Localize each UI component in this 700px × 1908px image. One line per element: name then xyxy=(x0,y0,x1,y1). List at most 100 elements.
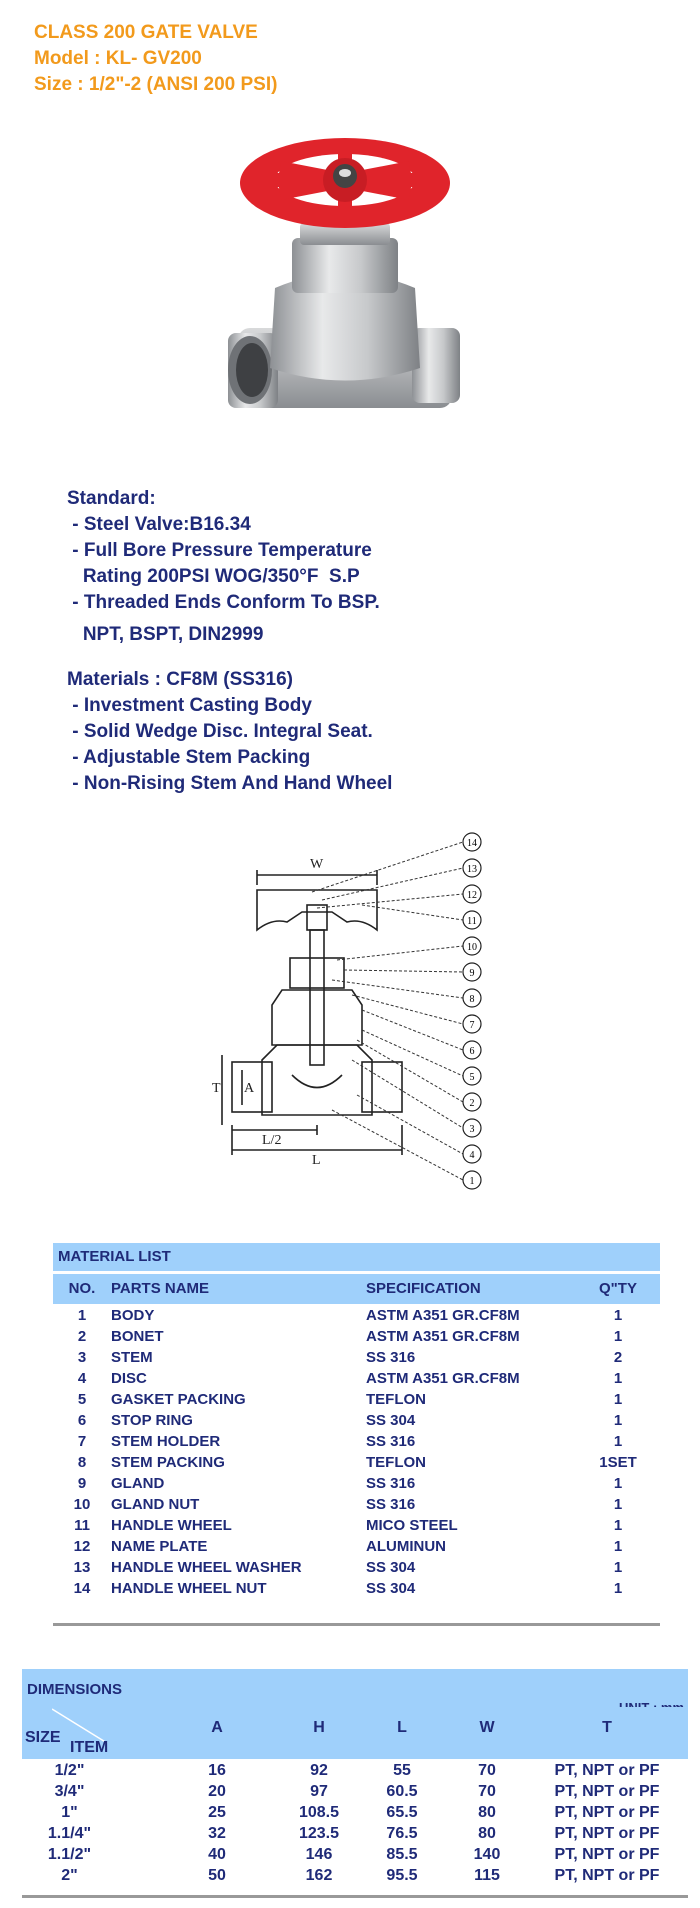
cell-t: PT, NPT or PF xyxy=(554,1825,660,1842)
callout-leader xyxy=(361,1009,464,1051)
callout-circle xyxy=(462,1040,482,1060)
materials-line: - Solid Wedge Disc. Integral Seat. xyxy=(67,721,373,742)
standard-line: - Threaded Ends Conform To BSP. xyxy=(67,592,380,613)
cell-qty: 1SET xyxy=(599,1454,637,1471)
cell-l: 65.5 xyxy=(386,1804,418,1821)
cell-qty: 1 xyxy=(613,1517,623,1534)
diagram-label-l2: L/2 xyxy=(262,1133,281,1148)
cell-qty: 1 xyxy=(613,1328,623,1345)
cell-h: 123.5 xyxy=(298,1825,340,1842)
cell-l: 60.5 xyxy=(386,1783,418,1800)
callout-circle xyxy=(462,1144,482,1164)
product-header: CLASS 200 GATE VALVE Model : KL- GV200 S… xyxy=(34,20,277,98)
callout-number: 3 xyxy=(470,1124,475,1135)
cell-spec: ASTM A351 GR.CF8M xyxy=(366,1328,520,1345)
callout-leader xyxy=(351,1059,464,1129)
cell-qty: 1 xyxy=(613,1496,623,1513)
cell-w: 80 xyxy=(478,1804,496,1821)
cell-spec: ALUMINUN xyxy=(366,1538,446,1555)
cell-size: 2" xyxy=(61,1867,78,1884)
callout-circle xyxy=(462,884,482,904)
callout-circle xyxy=(462,936,482,956)
callout-circle xyxy=(462,1118,482,1138)
diagonal-divider xyxy=(52,1708,108,1744)
callout-number: 8 xyxy=(470,994,475,1005)
header-qty: Q"TY xyxy=(599,1280,637,1297)
callout-number: 4 xyxy=(470,1150,475,1161)
cell-w: 115 xyxy=(474,1867,500,1884)
cell-spec: SS 316 xyxy=(366,1433,416,1450)
cell-part: DISC xyxy=(111,1370,147,1387)
cell-qty: 1 xyxy=(613,1538,623,1555)
cell-part: GASKET PACKING xyxy=(111,1391,246,1408)
cell-spec: ASTM A351 GR.CF8M xyxy=(366,1307,520,1324)
cell-l: 95.5 xyxy=(386,1867,418,1884)
cell-no: 11 xyxy=(74,1517,90,1534)
cell-size: 1" xyxy=(61,1804,78,1821)
cell-qty: 1 xyxy=(613,1475,623,1492)
standard-line: - Steel Valve:B16.34 xyxy=(67,514,251,535)
callout-leader xyxy=(321,867,464,901)
divider xyxy=(22,1895,688,1898)
callout-circle xyxy=(462,962,482,982)
callout-circle xyxy=(462,1092,482,1112)
cell-no: 9 xyxy=(77,1475,87,1492)
diagram-label-t: T xyxy=(212,1081,221,1096)
cell-part: HANDLE WHEEL WASHER xyxy=(111,1559,302,1576)
cell-no: 8 xyxy=(77,1454,87,1471)
cell-a: 16 xyxy=(208,1762,226,1779)
cell-no: 6 xyxy=(77,1412,87,1429)
cell-no: 7 xyxy=(77,1433,87,1450)
product-size: Size : 1/2"-2 (ANSI 200 PSI) xyxy=(34,74,278,95)
cell-spec: SS 304 xyxy=(366,1580,416,1597)
cell-t: PT, NPT or PF xyxy=(554,1804,660,1821)
material-list-title: MATERIAL LIST xyxy=(53,1243,660,1271)
cell-a: 32 xyxy=(208,1825,226,1842)
materials-line: Materials : CF8M (SS316) xyxy=(67,669,293,690)
product-title: CLASS 200 GATE VALVE xyxy=(34,22,258,43)
cell-t: PT, NPT or PF xyxy=(554,1783,660,1800)
materials-section: Materials : CF8M (SS316) - Investment Ca… xyxy=(67,667,392,797)
cell-w: 70 xyxy=(478,1783,496,1800)
cell-size: 1.1/2" xyxy=(47,1846,92,1863)
cell-l: 55 xyxy=(393,1762,411,1779)
cell-no: 13 xyxy=(73,1559,91,1576)
cell-spec: MICO STEEL xyxy=(366,1517,458,1534)
dimensions-header: SIZE ITEM A H L W T xyxy=(22,1707,688,1759)
diagram-label-l: L xyxy=(312,1153,321,1168)
callout-leader xyxy=(356,1039,464,1103)
cell-part: BODY xyxy=(111,1307,155,1324)
cell-w: 70 xyxy=(478,1762,496,1779)
header-size: SIZE xyxy=(25,1729,61,1746)
materials-line: - Non-Rising Stem And Hand Wheel xyxy=(67,773,393,794)
cell-size: 1/2" xyxy=(54,1762,85,1779)
header-h: H xyxy=(313,1719,325,1736)
header-specification: SPECIFICATION xyxy=(366,1280,481,1297)
standard-section: Standard: - Steel Valve:B16.34 - Full Bo… xyxy=(67,486,380,648)
callout-number: 14 xyxy=(467,838,477,849)
cell-no: 1 xyxy=(77,1307,87,1324)
cell-spec: SS 304 xyxy=(366,1412,416,1429)
cell-a: 40 xyxy=(208,1846,226,1863)
materials-line: - Adjustable Stem Packing xyxy=(67,747,311,768)
cell-w: 140 xyxy=(473,1846,501,1863)
callout-leader xyxy=(343,969,464,973)
cell-spec: SS 316 xyxy=(366,1349,416,1366)
divider xyxy=(53,1623,660,1626)
callout-number: 2 xyxy=(470,1098,475,1109)
header-parts-name: PARTS NAME xyxy=(111,1280,210,1297)
